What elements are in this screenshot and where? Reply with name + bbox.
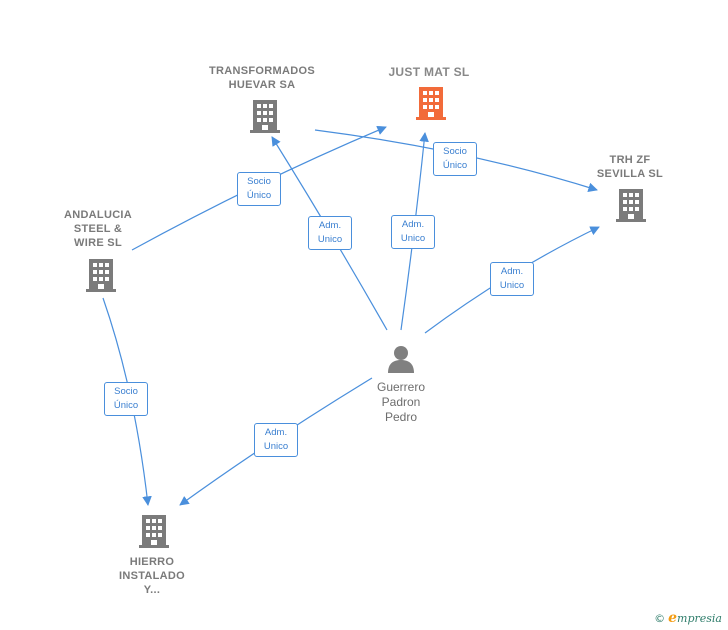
edge-label-line: Adm.	[264, 427, 288, 438]
node-label-andalucia[interactable]: ANDALUCIA STEEL & WIRE SL	[48, 208, 148, 250]
label-line: Pedro	[384, 410, 418, 424]
brand-name: mpresia	[677, 612, 722, 625]
edge-label-socio-unico[interactable]: Socio Único	[104, 382, 148, 416]
edge-label-line: Socio	[247, 176, 271, 187]
person-icon[interactable]	[386, 344, 416, 374]
edge-label-line: Unico	[263, 441, 289, 452]
label-line: Padron	[381, 395, 421, 409]
label-line: ANDALUCIA	[63, 209, 133, 221]
label-line: INSTALADO	[118, 570, 186, 582]
label-line: HUEVAR SA	[228, 79, 296, 91]
edge-label-line: Adm.	[500, 266, 524, 277]
empresia-watermark[interactable]: ©empresia	[654, 610, 722, 626]
edge-label-line: Unico	[317, 234, 343, 245]
edge-label-adm-unico[interactable]: Adm. Unico	[254, 423, 298, 457]
label-line: TRANSFORMADOS	[209, 65, 315, 77]
label-line: SEVILLA SL	[596, 168, 664, 180]
edge-label-adm-unico[interactable]: Adm. Unico	[308, 216, 352, 250]
label-line: WIRE SL	[74, 237, 122, 249]
label-line: JUST MAT SL	[388, 65, 470, 79]
edge-label-line: Adm.	[318, 220, 342, 231]
edge-label-line: Socio	[114, 386, 138, 397]
label-line: Guerrero	[376, 380, 426, 394]
node-label-trh[interactable]: TRH ZF SEVILLA SL	[580, 153, 680, 181]
node-label-justmat[interactable]: JUST MAT SL	[370, 65, 488, 79]
edge-label-line: Unico	[499, 280, 525, 291]
node-label-transformados[interactable]: TRANSFORMADOS HUEVAR SA	[196, 64, 328, 92]
building-icon-hierro[interactable]	[138, 513, 170, 549]
edge-label-line: Adm.	[401, 219, 425, 230]
building-icon-justmat[interactable]	[415, 85, 447, 121]
copyright-icon: ©	[654, 612, 666, 625]
edge-label-line: Unico	[400, 233, 426, 244]
edge-label-adm-unico[interactable]: Adm. Unico	[490, 262, 534, 296]
building-icon-andalucia[interactable]	[85, 257, 117, 293]
label-line: Y...	[143, 584, 161, 596]
brand-initial: e	[668, 610, 678, 626]
edge-label-socio-unico[interactable]: Socio Único	[237, 172, 281, 206]
node-label-hierro[interactable]: HIERRO INSTALADO Y...	[102, 555, 202, 597]
label-line: HIERRO	[129, 556, 175, 568]
edge-label-line: Único	[113, 400, 139, 411]
edge-label-line: Socio	[443, 146, 467, 157]
edge-label-adm-unico[interactable]: Adm. Unico	[391, 215, 435, 249]
edge-label-line: Único	[246, 190, 272, 201]
label-line: STEEL &	[73, 223, 123, 235]
building-icon-trh[interactable]	[615, 187, 647, 223]
building-icon-transformados[interactable]	[249, 98, 281, 134]
node-label-person[interactable]: Guerrero Padron Pedro	[356, 380, 446, 425]
label-line: TRH ZF	[609, 154, 651, 166]
edge-label-line: Único	[442, 160, 468, 171]
edge-label-socio-unico[interactable]: Socio Único	[433, 142, 477, 176]
